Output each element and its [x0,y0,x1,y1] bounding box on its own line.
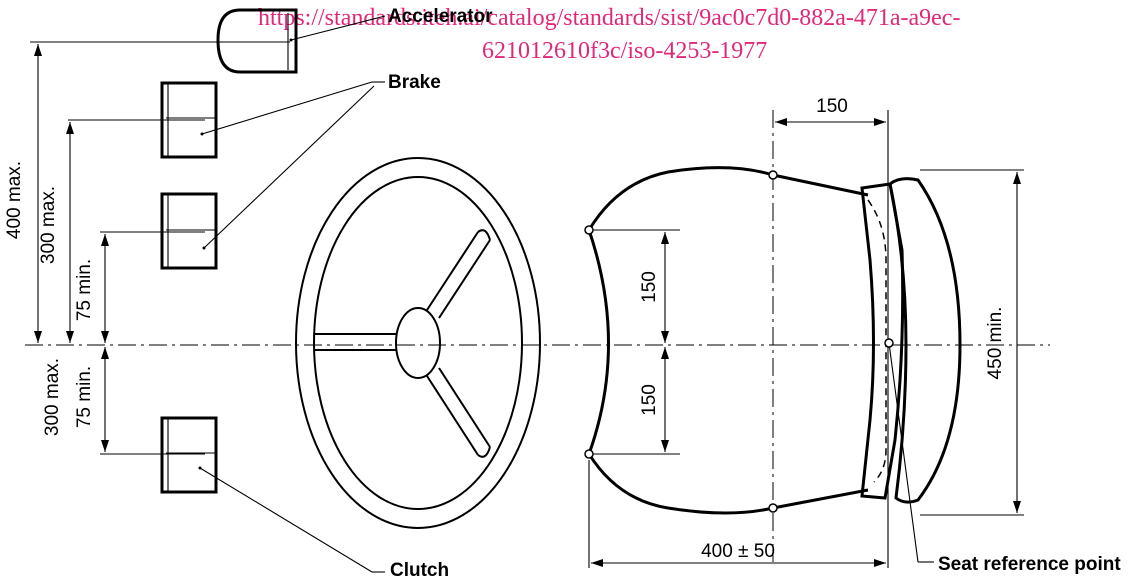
dim-450-min [920,169,1024,516]
dim-75-min-top [101,234,109,343]
dim-450-min-text: 450 min. [985,307,1006,380]
dim-400-pm-50 [588,460,886,568]
accelerator-leader [290,15,386,41]
accelerator-label: Accelerator [388,6,493,27]
seat-reference-point-label: Seat reference point [938,554,1121,575]
dim-150-lower [661,347,669,452]
clutch-label: Clutch [390,560,449,580]
seat-reference-node [884,338,894,348]
dim-400-max [34,44,42,343]
dim-150-top-text: 150 [816,96,848,117]
dim-400-max-text: 400 max. [4,161,25,239]
dim-300-max-bottom-text: 300 max. [42,358,63,436]
clutch-pedal [160,416,218,494]
brake-leader-upper [201,81,373,135]
dim-75-min-bottom [101,347,109,452]
steering-wheel [295,157,541,529]
watermark-line2: 621012610f3c/iso-4253-1977 [482,38,767,64]
seat-front-upper-node [584,225,594,235]
dim-300-max-top-text: 300 max. [38,186,59,264]
dim-150-upper-text: 150 [639,271,660,303]
dim-150-upper [591,229,680,455]
seat-top-node [768,170,778,180]
seat-front-lower-node [584,449,594,459]
clutch-leader [199,467,373,573]
watermark-line1: https://standards.iteh.ai/catalog/standa… [258,5,960,31]
seat-hidden-line [867,199,887,483]
seat-bottom-node [768,503,778,513]
dim-400-pm-50-text: 400 ± 50 [701,541,775,562]
brake-pedal-lower [160,192,218,270]
dim-75-min-bottom-text: 75 min. [74,366,95,428]
seat-cushion-outline [587,166,869,515]
seat-reference-leader [888,342,919,563]
dim-300-max-top [66,122,74,343]
dim-75-min-top-text: 75 min. [74,259,95,321]
brake-leader-lower [203,85,375,249]
seat-backrest [860,177,962,504]
dim-150-lower-text: 150 [639,384,660,416]
brake-label: Brake [388,72,441,93]
